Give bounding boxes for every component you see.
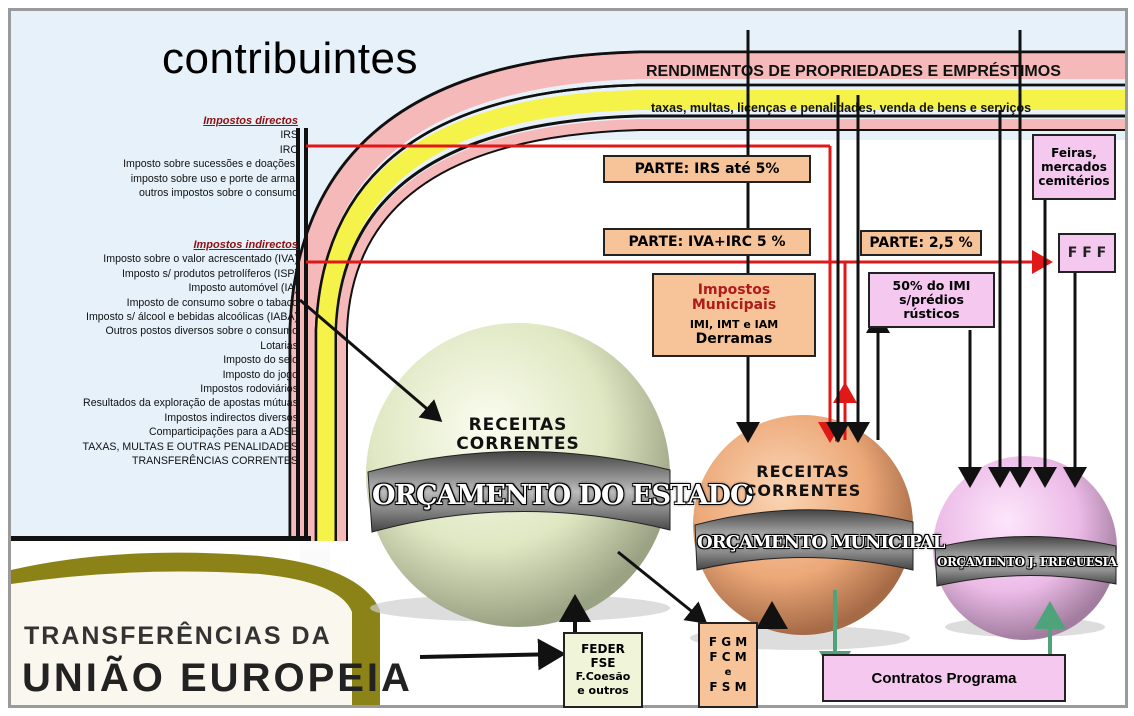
fgm-line: F C M [709, 650, 747, 664]
orcamento-freguesia-label: ORÇAMENTO J. FREGUESIA [937, 555, 1117, 569]
imi-50-line: s/prédios [899, 292, 964, 307]
fgm-box: F G M F C M e F S M [698, 622, 758, 708]
page-title: contribuintes [162, 34, 418, 83]
feiras-line: cemitérios [1038, 174, 1110, 188]
tax-item: TAXAS, MULTAS E OUTRAS PENALIDADES [82, 440, 298, 453]
impostos-directos-heading: Impostos directos [203, 115, 298, 127]
fgm-line: F G M [708, 635, 748, 649]
feder-line: e outros [577, 684, 629, 697]
estado-receitas-label: RECEITAS CORRENTES [418, 416, 618, 454]
tax-item: Resultados da exploração de apostas mútu… [83, 397, 298, 410]
tax-item: Imposto de consumo sobre o tabaco [126, 296, 298, 309]
tax-item: Imposto sobre o valor acrescentado (IVA) [103, 253, 298, 266]
fgm-line: e [724, 667, 732, 678]
tax-item: imposto sobre uso e porte de arma, [130, 172, 298, 185]
contratos-programa-box: Contratos Programa [822, 654, 1066, 702]
tax-item: Impostos indirectos diversos [164, 411, 298, 424]
feder-line: FSE [590, 656, 616, 670]
municipal-receitas-label: RECEITAS CORRENTES [713, 462, 893, 500]
tax-item: Imposto automóvel (IA) [188, 282, 298, 295]
imi-50-line: rústicos [903, 306, 960, 321]
fff-box: F F F [1058, 233, 1116, 273]
tax-item: Comparticipações para a ADSE [149, 426, 298, 439]
orcamento-estado-label: ORÇAMENTO DO ESTADO [372, 480, 753, 511]
tax-item: IRC [279, 143, 298, 156]
band-taxas-label: taxas, multas, licenças e penalidades, v… [651, 101, 1032, 115]
derramas-label: Derramas [695, 331, 773, 347]
feder-line: F.Coesão [575, 670, 631, 683]
impostos-indirectos-heading: Impostos indirectos [193, 239, 298, 251]
tax-item: Lotarias [260, 339, 298, 352]
impostos-municipais-title: Municipais [691, 297, 777, 313]
feiras-line: mercados [1041, 160, 1107, 174]
tax-item: Imposto s/ álcool e bebidas alcoólicas (… [86, 311, 298, 324]
orcamento-municipal-label: ORÇAMENTO MUNICIPAL [697, 532, 945, 553]
tax-item: Outros postos diversos sobre o consumo [105, 325, 298, 338]
receitas-line: RECEITAS [468, 415, 568, 435]
impostos-municipais-title: Impostos [697, 282, 771, 298]
tax-item: outros impostos sobre o consumo [139, 187, 298, 200]
feder-line: FEDER [581, 642, 625, 656]
imi-50-line: 50% do IMI [892, 278, 971, 293]
tax-item: IRS [280, 129, 298, 142]
tax-item: Imposto do jogo [222, 368, 298, 381]
imi-imt-iam-label: IMI, IMT e IAM [689, 318, 779, 331]
impostos-indirectos-list: Impostos indirectos Imposto sobre o valo… [20, 238, 298, 469]
imi-50-box: 50% do IMI s/prédios rústicos [868, 272, 995, 328]
receitas-line: RECEITAS [756, 462, 850, 481]
feiras-line: Feiras, [1051, 146, 1097, 160]
impostos-directos-list: Impostos directos IRS IRC Imposto sobre … [20, 114, 298, 200]
parte-irs-box: PARTE: IRS até 5% [603, 155, 811, 183]
receitas-line: CORRENTES [456, 434, 580, 454]
feder-box: FEDER FSE F.Coesão e outros [563, 632, 643, 708]
tax-item: Imposto sobre sucessões e doações, [123, 158, 298, 171]
parte-25-box: PARTE: 2,5 % [860, 230, 982, 256]
ue-line-1: TRANSFERÊNCIAS DA [24, 622, 332, 650]
tax-item: TRANSFERÊNCIAS CORRENTES [132, 455, 298, 468]
ue-line-2: UNIÃO EUROPEIA [22, 656, 413, 700]
fgm-line: F S M [709, 680, 747, 694]
feiras-box: Feiras, mercados cemitérios [1032, 134, 1116, 200]
tax-item: Imposto do selo [223, 354, 298, 367]
band-rendimentos-label: RENDIMENTOS DE PROPRIEDADES E EMPRÉSTIMO… [646, 63, 1061, 80]
parte-iva-irc-box: PARTE: IVA+IRC 5 % [603, 228, 811, 256]
tax-item: Imposto s/ produtos petrolíferos (ISP) [121, 267, 298, 280]
impostos-municipais-box: Impostos Municipais IMI, IMT e IAM Derra… [652, 273, 816, 357]
tax-item: Impostos rodoviários [200, 383, 298, 396]
receitas-line: CORRENTES [744, 481, 862, 500]
